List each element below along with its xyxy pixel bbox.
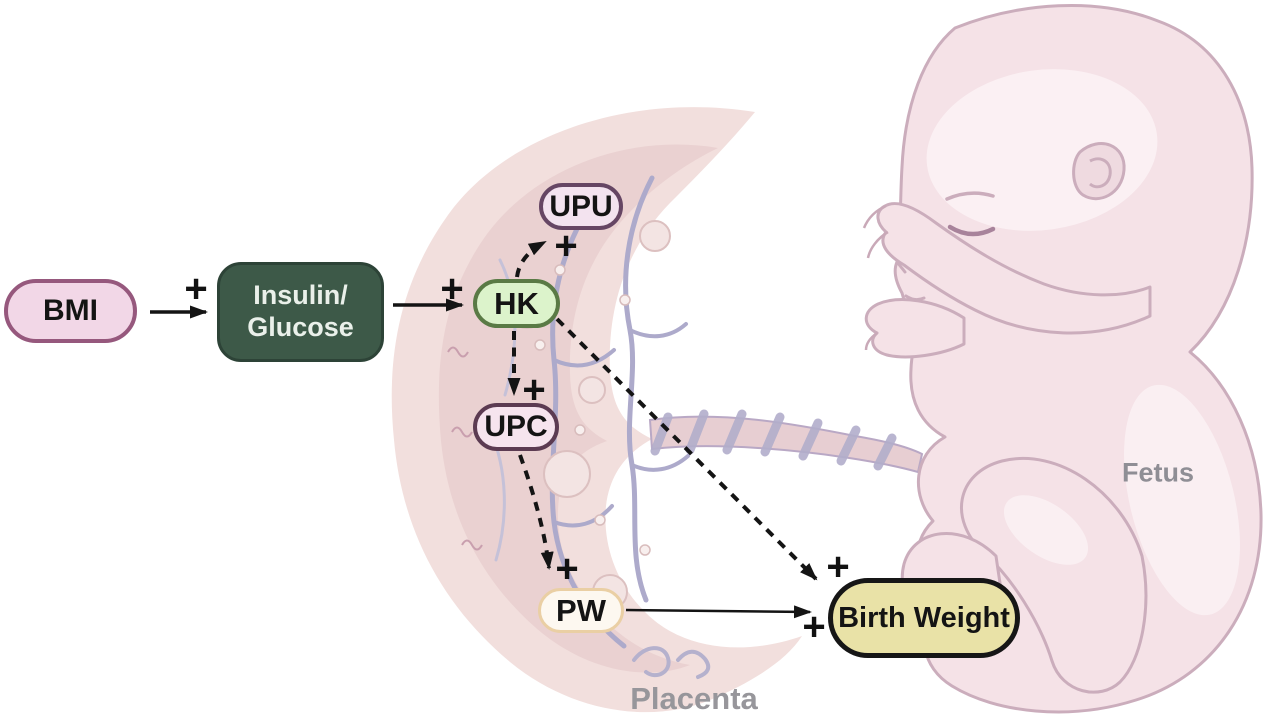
arrow-hk-to-upu [515,240,547,278]
placenta-label: Placenta [630,681,758,716]
cord-twists [650,409,897,471]
fetus-label: Fetus [1121,457,1195,488]
fetus-thigh-highlight [1003,495,1089,565]
placenta-villi-small [534,264,651,556]
arrow-pw-to-birthweight [625,605,812,619]
fetus-nose [895,260,907,274]
plus-sign-hk-upu: + [554,224,578,268]
node-bmi-label: BMI [43,294,98,327]
node-upc: UPC [473,403,559,451]
node-insulin-glucose-label: Insulin/ Glucose [247,280,354,342]
umbilical-cord-illustration [648,409,924,474]
node-hk-label: HK [494,285,539,321]
arrow-upc-to-pw [518,454,554,570]
fetus-eye [947,224,996,237]
node-bmi: BMI [4,279,137,343]
arrow-hk-to-birthweight [555,317,818,581]
placenta-inner-region [438,144,718,673]
fetus-back-highlight [1124,384,1240,616]
placenta-edge-squiggles [447,346,483,551]
fetus-ear-icon [1072,142,1126,201]
fetus-arm [876,202,1152,335]
node-insulin-glucose: Insulin/ Glucose [217,262,384,362]
node-birth-weight: Birth Weight [828,578,1020,658]
fetus-brow [945,191,995,201]
plus-sign-bmi-insulin: + [184,267,208,311]
placenta-bottom-curls [632,646,711,679]
fetus-ear-inner [1089,157,1112,189]
node-birth-weight-label: Birth Weight [838,601,1010,634]
plus-sign-pw-birthweight: + [802,605,826,649]
plus-sign-upc-pw: + [555,547,579,591]
fetus-illustration [862,4,1263,714]
fetus-finger-lines [862,204,889,351]
node-hk: HK [473,279,560,328]
node-pw: PW [538,588,624,633]
plus-sign-hk-upc: + [522,368,546,412]
node-upu: UPU [539,183,623,230]
fetus-mouth [904,294,926,302]
node-upu-label: UPU [549,189,613,223]
node-upc-label: UPC [484,410,548,443]
node-pw-label: PW [556,592,606,628]
plus-sign-insulin-hk: + [440,267,464,311]
plus-sign-hk-birthweight: + [826,545,850,589]
